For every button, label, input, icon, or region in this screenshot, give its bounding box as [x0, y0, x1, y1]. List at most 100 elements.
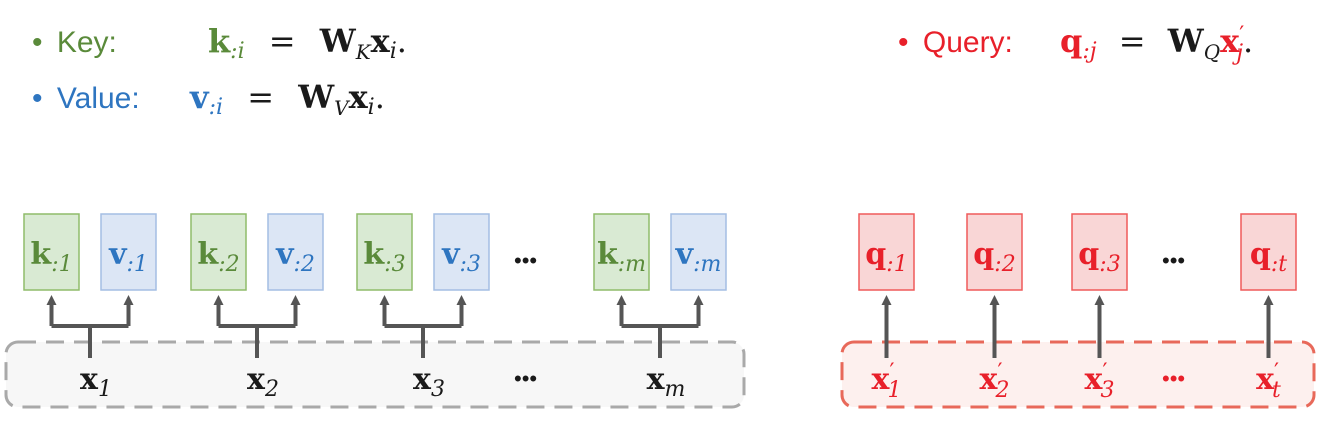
input-fork-line — [621, 324, 699, 358]
query-input-label-symbol: x — [980, 362, 999, 397]
legend-value-lhs-sub: :i — [209, 95, 223, 120]
legend-value-formula: v:i = WVxi. — [189, 78, 385, 122]
value-label-symbol: v — [675, 237, 695, 272]
value-label-sub: :2 — [294, 252, 315, 277]
legend-key-x-sub: i — [390, 39, 397, 64]
query-label-sub: :1 — [886, 252, 907, 277]
key-label-sub: :3 — [384, 252, 405, 277]
query-item: q:2 x′2 — [966, 213, 1023, 403]
legend-value-eq: = — [247, 78, 274, 116]
value-label: v:1 — [108, 237, 148, 277]
legend-value-lhs: v — [189, 78, 210, 116]
legend-query-label: Query: — [923, 26, 1013, 59]
value-box — [433, 213, 490, 291]
query-input-label: x′1 — [872, 360, 902, 403]
input-fork-line — [218, 324, 296, 358]
query-input-label: x′2 — [980, 360, 1010, 403]
legend-key-w: W — [319, 22, 357, 60]
legend-key-w-sub: K — [355, 40, 372, 64]
legend-value-end: . — [375, 78, 385, 116]
query-box — [1071, 213, 1128, 291]
legend-key-lhs: k — [208, 22, 231, 60]
query-label: q:2 — [973, 237, 1015, 277]
value-label-sub: :3 — [460, 252, 481, 277]
query-input-label: x′3 — [1085, 360, 1115, 403]
query-label-sub: :3 — [1099, 252, 1120, 277]
legend-value-label-text: • Value: — [32, 82, 140, 115]
legend-value-w-sub: V — [334, 96, 351, 120]
legend-key-eq: = — [269, 22, 296, 60]
key-label-sub: :2 — [218, 252, 239, 277]
legend-query-end: . — [1243, 22, 1253, 60]
key-label-sub: :m — [618, 252, 646, 277]
legend-key-label: Key: — [57, 26, 117, 59]
input-x-label-symbol: x — [80, 362, 99, 397]
kv-ellipsis: ••• — [514, 248, 537, 273]
value-box — [100, 213, 157, 291]
legend-key-formula: k:i = WKxi. — [208, 22, 407, 66]
legend-value-x: x — [349, 78, 369, 116]
value-box — [267, 213, 324, 291]
legend-query-x-prime: ′ — [1239, 23, 1244, 48]
input-x-label-symbol: x — [647, 362, 666, 397]
input-x-label: x3 — [413, 362, 445, 402]
query-input-label-symbol: x — [872, 362, 891, 397]
query-item: q:3 x′3 — [1071, 213, 1128, 403]
legend-value-bullet: • — [32, 82, 43, 115]
input-x-label: x1 — [80, 362, 112, 402]
query-input-label-sub: 1 — [887, 378, 901, 403]
legend-query-lhs: q — [1060, 22, 1082, 60]
legend-query-w-sub: Q — [1204, 40, 1220, 64]
legend-key-x: x — [371, 22, 391, 60]
q-ellipsis: ••• — [1162, 248, 1185, 273]
query-input-label-prime: ′ — [997, 360, 1002, 385]
xprime-ellipsis: ••• — [1162, 366, 1185, 391]
value-box — [670, 213, 727, 291]
input-sequence-box — [4, 340, 746, 409]
input-x-label: x2 — [247, 362, 279, 402]
query-input-label-symbol: x — [1256, 362, 1275, 397]
legend-key-label-text: • Key: — [32, 26, 117, 59]
input-x-label-sub: 2 — [264, 377, 279, 402]
query-label: q:3 — [1078, 237, 1120, 277]
key-box — [190, 213, 247, 291]
legend-key-end: . — [397, 22, 407, 60]
input-fork-line — [384, 324, 462, 358]
key-label: k:1 — [30, 237, 72, 277]
query-input-label: x′t — [1256, 360, 1281, 403]
query-input-box — [840, 340, 1316, 409]
input-x-label-symbol: x — [413, 362, 432, 397]
input-x-label: xm — [647, 362, 686, 402]
query-label-sub: :2 — [994, 252, 1015, 277]
legend-key-lhs-sub: :i — [230, 39, 244, 64]
input-fork-line — [51, 324, 129, 358]
value-label: v:2 — [275, 237, 315, 277]
key-box — [23, 213, 80, 291]
legend-query-bullet: • — [898, 26, 909, 59]
query-box — [966, 213, 1023, 291]
query-label-symbol: q — [973, 237, 994, 272]
value-label-symbol: v — [441, 237, 461, 272]
input-x-label-symbol: x — [247, 362, 266, 397]
input-x-label-sub: 3 — [431, 377, 445, 402]
key-label-sub: :1 — [51, 252, 72, 277]
legend-key-bullet: • — [32, 26, 43, 59]
key-label-symbol: k — [30, 237, 52, 272]
legend-value-x-sub: i — [368, 95, 375, 120]
query-item: q:1x′1 — [858, 213, 915, 403]
query-input-label-sub: t — [1272, 378, 1281, 403]
query-box — [858, 213, 915, 291]
value-label-symbol: v — [108, 237, 128, 272]
query-input-label-prime: ′ — [889, 360, 894, 385]
legend-query: • Query: q:j = WQx′j. — [898, 22, 1253, 66]
key-label-symbol: k — [363, 237, 385, 272]
query-input-label-sub: 2 — [994, 378, 1009, 403]
legend-key: • Key: k:i = WKxi. — [32, 22, 407, 66]
query-label-symbol: q — [1078, 237, 1099, 272]
x-ellipsis: ••• — [514, 366, 537, 391]
